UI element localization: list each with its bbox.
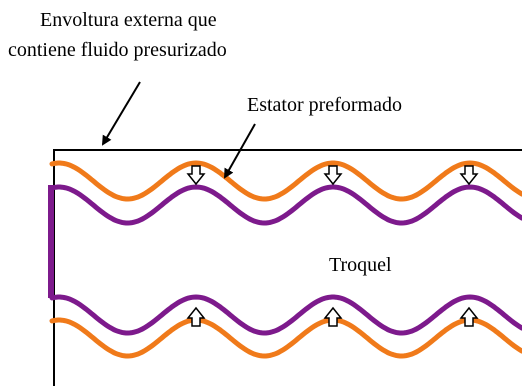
envelope-label-line2: contiene fluido presurizado xyxy=(8,39,227,61)
pressure-arrow-down-icon xyxy=(186,165,206,186)
stator-wave-top xyxy=(49,160,522,202)
die-wave-top xyxy=(49,184,522,226)
pressure-arrow-up-icon xyxy=(323,306,343,327)
stator-label: Estator preformado xyxy=(247,94,402,116)
pressure-arrows-bottom xyxy=(186,306,479,327)
die-wave-bottom xyxy=(49,294,522,336)
pressure-arrow-up-icon xyxy=(459,306,479,327)
die-label: Troquel xyxy=(329,254,392,276)
outer-envelope xyxy=(53,149,522,386)
pressure-arrows-top xyxy=(186,165,479,186)
pressure-arrow-down-icon xyxy=(459,165,479,186)
pressure-arrow-down-icon xyxy=(323,165,343,186)
envelope-leader-arrow xyxy=(101,81,141,146)
envelope-label-line1: Envoltura externa que xyxy=(40,9,217,31)
pressure-arrow-up-icon xyxy=(186,306,206,327)
stator-wave-bottom xyxy=(49,317,522,359)
stator-leader-arrow xyxy=(224,123,256,179)
